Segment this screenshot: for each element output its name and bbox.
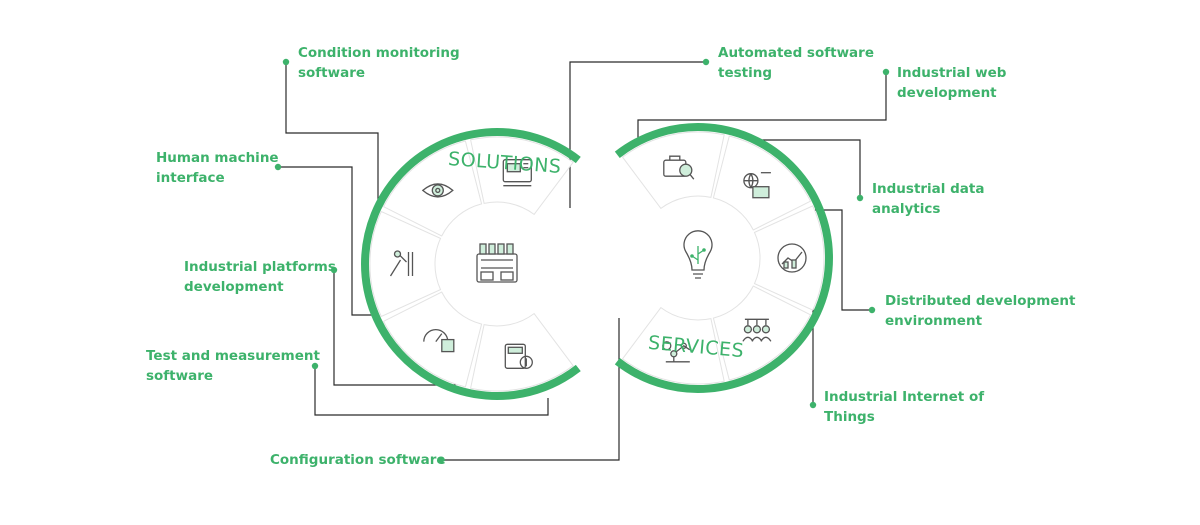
control-board-icon xyxy=(504,343,533,369)
analytics-chart-icon xyxy=(777,243,807,273)
connector-dot-4 xyxy=(437,456,445,464)
services-segment-3 xyxy=(712,285,812,381)
label-configuration-software: Configuration software xyxy=(270,452,446,468)
briefcase-search-icon xyxy=(663,155,695,180)
services-segment-2 xyxy=(753,205,825,311)
connector-industrial-web xyxy=(637,72,887,140)
connector-dot-3 xyxy=(311,362,319,370)
connector-dot-2 xyxy=(330,266,338,274)
connector-dot-9 xyxy=(809,401,817,409)
connector-dot-6 xyxy=(882,68,890,76)
rings xyxy=(361,123,833,400)
connector-test-measurement xyxy=(314,366,549,416)
connector-data-analytics xyxy=(748,139,861,198)
team-network-icon xyxy=(742,318,772,342)
robot-arm-icon xyxy=(662,341,691,363)
eye-gear-icon xyxy=(421,183,454,198)
segments xyxy=(369,131,825,392)
connector-human-machine-interface xyxy=(278,166,372,316)
services-ring-outer-arc xyxy=(614,123,833,393)
web-monitor-icon xyxy=(743,172,771,199)
control-panel-icon xyxy=(476,243,518,283)
connector-dot-1 xyxy=(274,163,282,171)
solutions-ring-outer-arc xyxy=(361,128,581,400)
monitoring-device-icon xyxy=(502,159,532,187)
connector-dots xyxy=(274,58,890,464)
lightbulb-circuit-icon xyxy=(683,230,713,279)
icons xyxy=(389,155,807,369)
connector-lines xyxy=(278,61,887,461)
connector-dot-8 xyxy=(868,306,876,314)
connector-dot-5 xyxy=(702,58,710,66)
connector-automated-testing xyxy=(569,61,706,208)
services-segment-4 xyxy=(621,306,725,385)
solutions-segment-4 xyxy=(470,136,574,216)
solutions-segment-1 xyxy=(382,291,483,388)
connector-condition-monitoring xyxy=(285,62,379,205)
connector-dot-7 xyxy=(856,194,864,202)
connector-distributed-environment xyxy=(815,209,872,311)
tools-icon xyxy=(389,250,414,277)
connector-dot-0 xyxy=(282,58,290,66)
services-segment-0 xyxy=(621,131,725,210)
solutions-segment-2 xyxy=(369,210,442,318)
services-segment-1 xyxy=(712,135,812,231)
gauge-meter-icon xyxy=(423,328,455,353)
